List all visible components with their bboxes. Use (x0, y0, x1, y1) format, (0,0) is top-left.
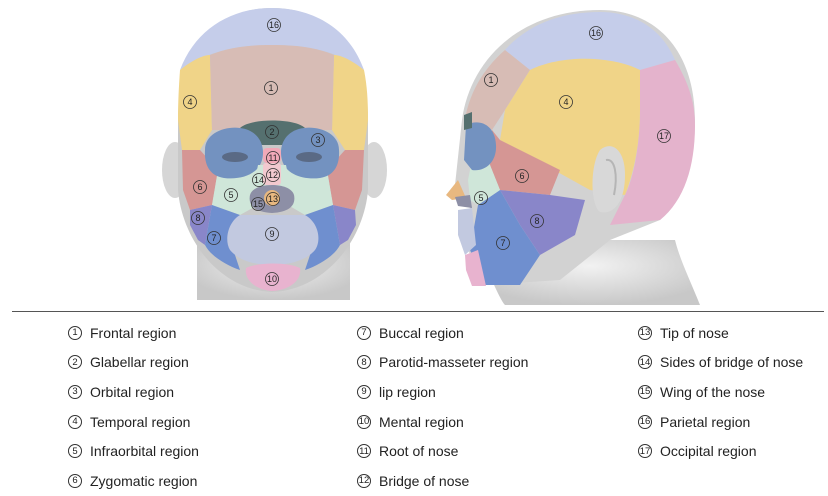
svg-text:2: 2 (269, 127, 274, 137)
svg-text:12: 12 (268, 170, 278, 180)
svg-text:8: 8 (195, 213, 200, 223)
divider-line (12, 311, 824, 312)
svg-text:4: 4 (187, 97, 192, 107)
svg-text:1: 1 (488, 75, 493, 85)
svg-text:13: 13 (268, 194, 278, 204)
region-nose-wing-side (455, 195, 472, 208)
svg-text:15: 15 (253, 199, 263, 209)
svg-text:16: 16 (591, 28, 601, 38)
side-view: 16 1 4 17 6 5 8 7 (446, 10, 700, 305)
face-region-diagram: 16 1 4 2 3 11 12 14 6 5 13 15 8 7 9 10 (0, 0, 828, 310)
region-temporal-front-right (332, 55, 368, 150)
face-illustrations: 16 1 4 2 3 11 12 14 6 5 13 15 8 7 9 10 (0, 0, 828, 310)
region-temporal-front-left (178, 55, 212, 150)
svg-text:6: 6 (519, 171, 524, 181)
svg-text:9: 9 (269, 229, 274, 239)
svg-text:8: 8 (534, 216, 539, 226)
svg-text:7: 7 (500, 238, 505, 248)
svg-text:5: 5 (478, 193, 483, 203)
svg-text:17: 17 (659, 131, 669, 141)
svg-text:16: 16 (269, 20, 279, 30)
svg-text:11: 11 (268, 153, 277, 163)
svg-text:1: 1 (268, 83, 273, 93)
region-lip-front (227, 215, 318, 265)
svg-text:7: 7 (211, 233, 216, 243)
svg-text:4: 4 (563, 97, 568, 107)
front-view: 16 1 4 2 3 11 12 14 6 5 13 15 8 7 9 10 (162, 8, 387, 300)
svg-text:14: 14 (254, 175, 264, 185)
region-glabellar-side (464, 112, 472, 130)
svg-text:5: 5 (228, 190, 233, 200)
svg-text:6: 6 (197, 182, 202, 192)
svg-text:10: 10 (267, 274, 277, 284)
svg-text:3: 3 (315, 135, 320, 145)
